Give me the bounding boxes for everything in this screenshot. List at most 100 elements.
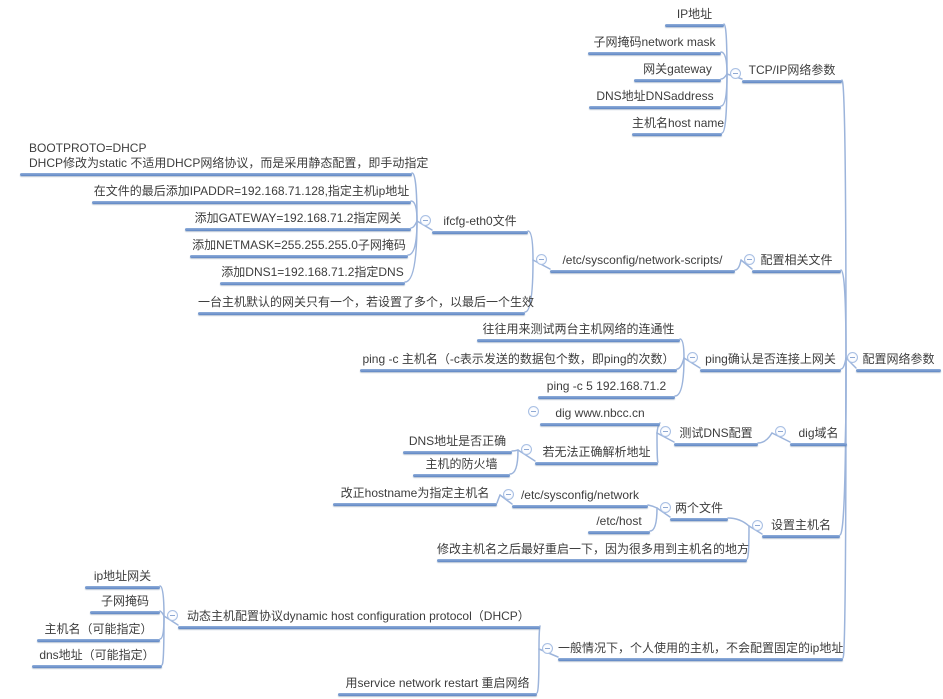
node-fix-hostname[interactable]: 改正hostname为指定主机名 (333, 486, 497, 506)
node-label: dns地址（可能指定） (39, 648, 155, 662)
node-etc-host-path[interactable]: /etc/host (588, 514, 650, 534)
node-service-restart[interactable]: 用service network restart 重启网络 (338, 676, 537, 696)
node-underline (178, 626, 540, 629)
node-ip-address[interactable]: IP地址 (665, 7, 724, 27)
collapse-icon[interactable] (752, 520, 763, 531)
node-underline (338, 693, 537, 696)
node-label: ping确认是否连接上网关 (705, 352, 836, 366)
node-general-note[interactable]: 一般情况下，个人使用的主机，不会配置固定的ip地址 (558, 641, 843, 661)
collapse-icon[interactable] (528, 406, 539, 417)
node-label: dig www.nbcc.cn (555, 406, 645, 420)
node-label: DNS地址DNSaddress (596, 89, 714, 103)
node-dns1-setting[interactable]: 添加DNS1=192.168.71.2指定DNS (220, 265, 405, 285)
node-label-line2: DHCP修改为static 不适用DHCP网络协议，而是采用静态配置，即手动指定 (29, 156, 429, 170)
node-underline (220, 282, 405, 285)
node-underline (634, 79, 721, 82)
collapse-icon[interactable] (542, 643, 553, 654)
node-underline (538, 396, 675, 399)
node-underline (477, 339, 680, 342)
node-hostname-optional[interactable]: 主机名（可能指定） (37, 622, 160, 642)
node-underline (413, 474, 510, 477)
collapse-icon[interactable] (167, 610, 178, 621)
node-label: ping -c 5 192.168.71.2 (546, 379, 667, 393)
node-label: BOOTPROTO=DHCP (29, 141, 147, 155)
node-ifcfg-eth0[interactable]: ifcfg-eth0文件 (432, 214, 528, 234)
node-dns-correct[interactable]: DNS地址是否正确 (403, 434, 512, 454)
node-ping-command[interactable]: ping -c 主机名（-c表示发送的数据包个数，即ping的次数） (360, 352, 677, 372)
node-set-hostname[interactable]: 设置主机名 (762, 518, 840, 538)
node-resolve-fail[interactable]: 若无法正确解析地址 (535, 445, 658, 465)
node-underline (670, 518, 728, 521)
node-label: 子网掩码 (100, 594, 149, 608)
node-ipaddr-setting[interactable]: 在文件的最后添加IPADDR=192.168.71.128,指定主机ip地址 (92, 184, 411, 204)
node-subnet-mask[interactable]: 子网掩码 (90, 594, 160, 614)
node-underline (437, 559, 747, 562)
node-label: 主机名host name (632, 116, 725, 130)
node-reboot-note[interactable]: 修改主机名之后最好重启一下，因为很多用到主机名的地方 (437, 542, 750, 562)
node-bootproto[interactable]: BOOTPROTO=DHCP DHCP修改为static 不适用DHCP网络协议… (20, 141, 429, 176)
node-ping-confirm[interactable]: ping确认是否连接上网关 (700, 352, 841, 372)
node-underline (588, 52, 721, 55)
node-dig-command[interactable]: dig www.nbcc.cn (540, 406, 660, 426)
collapse-icon[interactable] (730, 68, 741, 79)
node-root[interactable]: 配置网络参数 (856, 352, 941, 372)
node-network-scripts-path[interactable]: /etc/sysconfig/network-scripts/ (550, 253, 735, 273)
node-label: 配置网络参数 (862, 352, 935, 366)
node-label: /etc/sysconfig/network (520, 488, 640, 502)
node-network-mask[interactable]: 子网掩码network mask (588, 35, 721, 55)
node-etc-network-path[interactable]: /etc/sysconfig/network (512, 488, 648, 508)
node-two-files[interactable]: 两个文件 (670, 501, 728, 521)
node-dns-optional[interactable]: dns地址（可能指定） (32, 648, 162, 668)
collapse-icon[interactable] (521, 444, 532, 455)
node-test-dns[interactable]: 测试DNS配置 (674, 426, 758, 446)
collapse-icon[interactable] (660, 502, 671, 513)
node-dns-address[interactable]: DNS地址DNSaddress (589, 89, 721, 109)
node-dig-domain[interactable]: dig域名 (790, 426, 847, 446)
node-label: 添加NETMASK=255.255.255.0子网掩码 (192, 238, 406, 252)
node-label: 配置相关文件 (760, 253, 833, 267)
node-label: dig域名 (798, 426, 839, 440)
node-label: 在文件的最后添加IPADDR=192.168.71.128,指定主机ip地址 (93, 184, 410, 198)
node-label: 一台主机默认的网关只有一个，若设置了多个，以最后一个生效 (198, 295, 535, 309)
node-label: 网关gateway (643, 62, 712, 76)
node-label: 若无法正确解析地址 (542, 445, 651, 459)
node-ping-example[interactable]: ping -c 5 192.168.71.2 (538, 379, 675, 399)
node-tcpip-params[interactable]: TCP/IP网络参数 (742, 63, 842, 83)
node-underline (550, 270, 735, 273)
node-label: 设置主机名 (770, 518, 831, 532)
node-netmask-setting[interactable]: 添加NETMASK=255.255.255.0子网掩码 (190, 238, 408, 258)
node-underline (752, 270, 841, 273)
node-underline (185, 228, 411, 231)
node-underline (588, 531, 650, 534)
node-firewall[interactable]: 主机的防火墙 (413, 457, 510, 477)
collapse-icon[interactable] (775, 426, 786, 437)
node-label: 一般情况下，个人使用的主机，不会配置固定的ip地址 (558, 641, 844, 655)
node-label: ifcfg-eth0文件 (443, 214, 517, 228)
node-underline (432, 231, 528, 234)
node-ping-purpose[interactable]: 往往用来测试两台主机网络的连通性 (477, 322, 680, 342)
collapse-icon[interactable] (660, 426, 671, 437)
collapse-icon[interactable] (503, 489, 514, 500)
collapse-icon[interactable] (847, 352, 858, 363)
collapse-icon[interactable] (687, 352, 698, 363)
node-host-name[interactable]: 主机名host name (632, 116, 725, 136)
node-label: ping -c 主机名（-c表示发送的数据包个数，即ping的次数） (362, 352, 675, 366)
node-underline (558, 658, 843, 661)
node-underline (198, 312, 525, 315)
collapse-icon[interactable] (744, 254, 755, 265)
node-label: 两个文件 (674, 501, 723, 515)
node-default-gateway-note[interactable]: 一台主机默认的网关只有一个，若设置了多个，以最后一个生效 (198, 295, 535, 315)
node-gateway-setting[interactable]: 添加GATEWAY=192.168.71.2指定网关 (185, 211, 411, 231)
node-gateway[interactable]: 网关gateway (634, 62, 721, 82)
node-ip-gateway[interactable]: ip地址网关 (85, 569, 160, 589)
node-label: 测试DNS配置 (679, 426, 753, 440)
node-dhcp-protocol[interactable]: 动态主机配置协议dynamic host configuration proto… (178, 609, 540, 629)
node-label: 主机的防火墙 (425, 457, 498, 471)
node-config-files[interactable]: 配置相关文件 (752, 253, 841, 273)
node-label: DNS地址是否正确 (408, 434, 507, 448)
node-label: 修改主机名之后最好重启一下，因为很多用到主机名的地方 (437, 542, 750, 556)
collapse-icon[interactable] (420, 215, 431, 226)
node-underline (700, 369, 841, 372)
collapse-icon[interactable] (536, 254, 547, 265)
